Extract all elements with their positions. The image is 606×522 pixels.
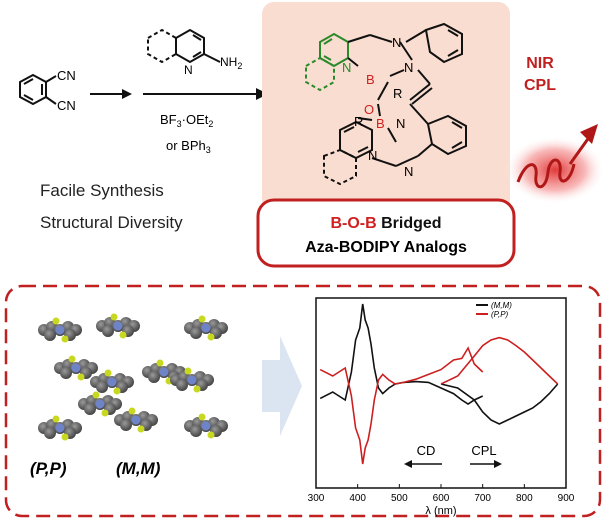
crystal-molecule bbox=[96, 313, 140, 339]
cpl-label: CPL bbox=[524, 77, 556, 94]
results-dashed-frame bbox=[4, 284, 602, 518]
crystal-molecule bbox=[114, 407, 158, 433]
crystal-molecule bbox=[38, 415, 82, 441]
chart-plot-frame bbox=[315, 297, 567, 489]
series-line-cd-mm bbox=[319, 303, 484, 405]
svg-text:N: N bbox=[392, 35, 401, 50]
x-tick-label: 900 bbox=[558, 493, 575, 504]
svg-text:N: N bbox=[368, 148, 377, 163]
pyridine-n-label: N bbox=[184, 63, 193, 77]
svg-text:N: N bbox=[404, 164, 413, 179]
x-tick-label: 700 bbox=[474, 493, 491, 504]
x-tick-label: 300 bbox=[308, 493, 325, 504]
reaction-arrow-1 bbox=[90, 89, 132, 99]
crystal-molecule bbox=[90, 369, 134, 395]
crystal-molecule bbox=[38, 317, 82, 343]
x-tick-label: 800 bbox=[516, 493, 533, 504]
svg-text:R: R bbox=[393, 86, 402, 101]
svg-text:O: O bbox=[364, 102, 374, 117]
crystal-molecule bbox=[54, 355, 98, 381]
svg-text:R: R bbox=[354, 114, 363, 129]
series-line-cpl-pp bbox=[440, 336, 559, 385]
crystal-molecule bbox=[184, 413, 228, 439]
molecule-atom-labels: N N B N R O R B N N N bbox=[342, 35, 413, 179]
aminopyridine-structure bbox=[147, 28, 221, 64]
crystal-molecule bbox=[170, 367, 214, 393]
x-tick-label: 400 bbox=[349, 493, 366, 504]
molecule-subtitle: Aza-BODIPY Analogs bbox=[305, 239, 467, 256]
chart-series bbox=[319, 303, 559, 465]
svg-text:B: B bbox=[376, 116, 385, 131]
cd-arrow bbox=[404, 460, 442, 468]
cd-annotation: CD bbox=[417, 443, 436, 458]
chart-x-ticks: 300 400 500 600 700 800 900 bbox=[308, 484, 575, 504]
crystal-molecule bbox=[184, 315, 228, 341]
chart-x-axis-label: λ (nm) bbox=[425, 505, 456, 517]
x-tick-label: 600 bbox=[433, 493, 450, 504]
phthalonitrile-structure bbox=[19, 73, 57, 106]
caption-facile-synthesis: Facile Synthesis bbox=[40, 181, 164, 200]
molecule-title: B-O-B Bridged bbox=[330, 215, 441, 232]
svg-text:N: N bbox=[342, 60, 351, 75]
caption-structural-diversity: Structural Diversity bbox=[40, 213, 183, 232]
cpl-annotation: CPL bbox=[471, 443, 496, 458]
nh2-label: NH2 bbox=[220, 55, 242, 71]
crystal-packing-image bbox=[38, 313, 228, 441]
cn-label-bottom: CN bbox=[57, 98, 76, 113]
x-tick-label: 500 bbox=[391, 493, 408, 504]
bob-molecule-structure bbox=[305, 22, 467, 186]
svg-text:N: N bbox=[396, 116, 405, 131]
cpl-arrow bbox=[470, 460, 502, 468]
molecule-panel-background bbox=[262, 2, 510, 212]
cpl-light-icon bbox=[505, 124, 605, 204]
series-line-cpl-mm bbox=[440, 383, 559, 425]
legend-label-pp: (P,P) bbox=[491, 310, 509, 319]
cd-cpl-chart: 300 400 500 600 700 800 900 λ (nm) (M,M) (P,P)… bbox=[308, 297, 575, 517]
reagent-bf3: BF3·OEt2 bbox=[160, 112, 213, 129]
crystal-label-mm: (M,M) bbox=[116, 459, 161, 478]
crystal-molecule bbox=[78, 391, 122, 417]
molecule-title-box bbox=[256, 198, 516, 268]
cn-label-top: CN bbox=[57, 68, 76, 83]
svg-text:B: B bbox=[366, 72, 375, 87]
series-line-cd-pp bbox=[319, 346, 484, 465]
svg-text:N: N bbox=[404, 60, 413, 75]
nir-label: NIR bbox=[526, 55, 554, 72]
crystal-label-pp: (P,P) bbox=[30, 459, 67, 478]
reagent-bph3: or BPh3 bbox=[166, 138, 211, 155]
reaction-arrow-2 bbox=[143, 88, 268, 100]
big-transition-arrow bbox=[262, 336, 302, 436]
legend-label-mm: (M,M) bbox=[491, 301, 512, 310]
